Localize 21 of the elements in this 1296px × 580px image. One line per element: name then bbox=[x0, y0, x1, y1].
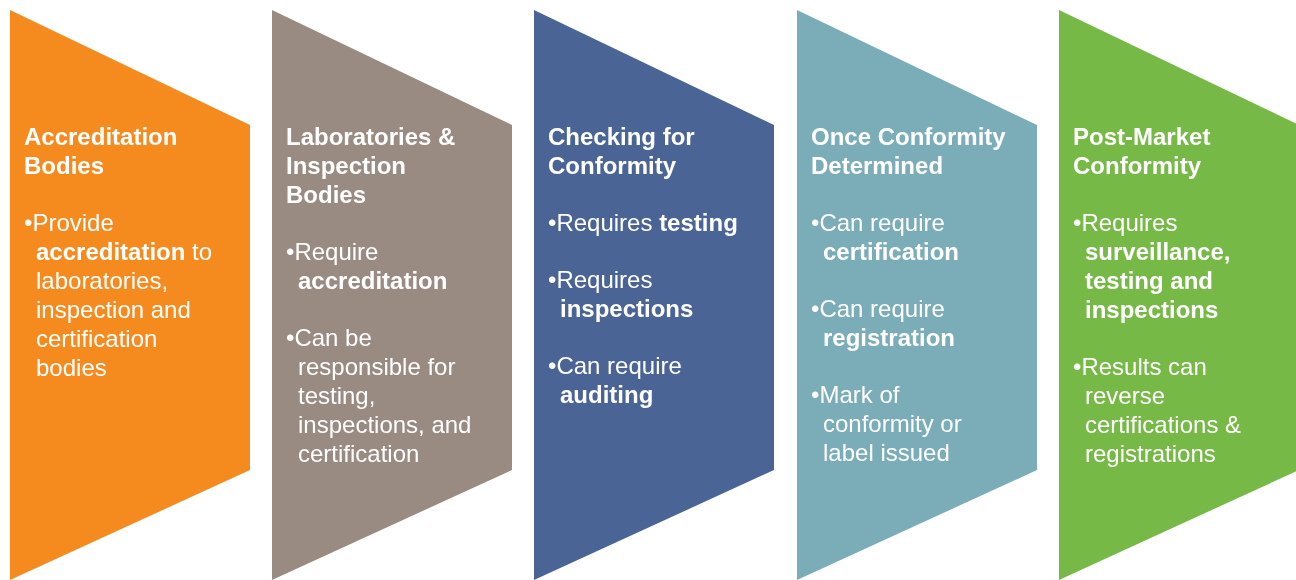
step-heading: Post-Market Conformity bbox=[1073, 122, 1212, 180]
bullet-text: •Can require auditing bbox=[548, 351, 683, 409]
chevron-step bbox=[10, 10, 250, 580]
bullet-text: •Can require certification bbox=[811, 208, 961, 266]
chevron-step bbox=[1059, 10, 1296, 580]
bullet-text: •Mark of conformity or label issued bbox=[811, 380, 963, 467]
bullet-text: •Can require registration bbox=[811, 294, 957, 352]
bullet-text: •Provide accreditation to laboratories, inspection and certification bodies bbox=[24, 208, 214, 382]
step-heading: Accreditation Bodies bbox=[24, 122, 179, 180]
step-heading: Once Conformity Determined bbox=[811, 122, 1007, 180]
bullet-text: •Can be responsible for testing, inspections, and certification bbox=[286, 323, 473, 468]
bullet-text: •Requires testing bbox=[548, 208, 739, 237]
chevron-step bbox=[797, 10, 1037, 580]
bullet-text: •Results can reverse certifications & registrations bbox=[1073, 352, 1243, 468]
bullet-text: •Requires surveillance, testing and inspections bbox=[1073, 208, 1232, 324]
step-heading: Checking for Conformity bbox=[548, 122, 696, 180]
bullet-text: •Requires inspections bbox=[548, 265, 695, 323]
chevron-step bbox=[272, 10, 512, 580]
step-heading: Laboratories & Inspection Bodies bbox=[286, 122, 457, 209]
chevron-step bbox=[534, 10, 774, 580]
bullet-text: •Require accreditation bbox=[286, 237, 449, 295]
